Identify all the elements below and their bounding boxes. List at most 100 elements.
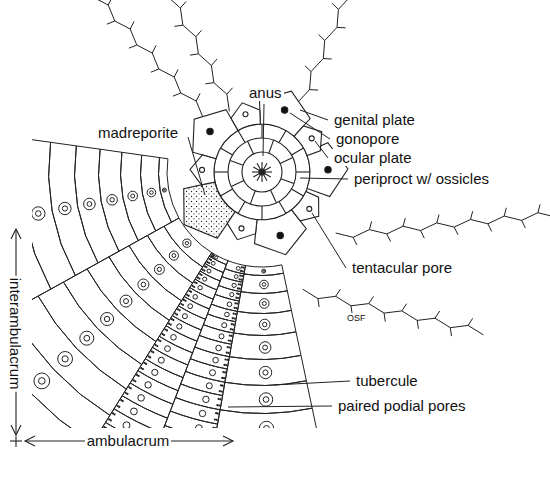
tentacular-pore [239, 226, 244, 231]
ossicle-suture [296, 171, 310, 172]
axis-arrows [10, 229, 233, 447]
tubercle-boss [263, 322, 267, 326]
part-label: tubercule [354, 372, 420, 389]
podial-pore [214, 418, 216, 420]
tubercle [259, 421, 273, 428]
ossicle-suture [238, 201, 245, 213]
leader-line [263, 104, 264, 156]
podial-pore [205, 266, 207, 268]
tentacular-pore [200, 167, 205, 172]
small-tubercle [207, 269, 211, 273]
podial-pore [176, 314, 178, 316]
interambulacral-plate [241, 273, 287, 293]
suture-branch [174, 25, 183, 26]
small-tubercle [213, 357, 219, 363]
tubercle-boss [84, 335, 90, 341]
podial-pore [142, 368, 144, 370]
suture-branch [332, 3, 338, 9]
part-label: madreporite [96, 124, 180, 141]
small-tubercle [216, 345, 222, 351]
part-label: anus [247, 84, 284, 101]
tubercle [262, 269, 266, 273]
ossicle-suture [230, 160, 243, 165]
ambulacral-plate [209, 253, 228, 265]
podial-pore [226, 352, 228, 354]
podial-pore [233, 307, 235, 309]
suture-branch [402, 304, 407, 311]
ossicle-suture [238, 130, 245, 142]
podial-pore [182, 304, 184, 306]
genital-plate [193, 110, 238, 159]
tubercle-boss [263, 345, 268, 350]
small-tubercle [193, 295, 198, 300]
podial-pore [130, 387, 132, 389]
suture-branch [108, 0, 112, 5]
tubercle [259, 342, 271, 354]
gonopore [277, 232, 283, 238]
suture-branch [305, 66, 311, 72]
small-tubercle [188, 304, 193, 309]
tubercle [101, 313, 114, 326]
suture-branch [468, 318, 473, 325]
podial-pore [231, 323, 233, 325]
suture-branch [107, 21, 115, 24]
ambulacral-plate [172, 306, 205, 330]
anus-mark [253, 167, 259, 171]
podial-pore [170, 324, 172, 326]
podial-pore [233, 313, 235, 315]
tubercle [58, 352, 73, 367]
podial-pore [134, 380, 136, 382]
interambulacral-plate [75, 146, 120, 263]
apical-system [184, 91, 348, 255]
ossicle-suture [250, 191, 255, 204]
interambulacral-plate [109, 246, 182, 321]
anus-mark [264, 163, 268, 169]
small-tubercle [145, 382, 151, 388]
small-tubercle [232, 283, 236, 287]
suture-branch [227, 88, 233, 94]
ossicle-suture [281, 179, 294, 184]
podial-pore [195, 282, 197, 284]
podial-pore [234, 302, 236, 304]
ambulacral-plate [186, 359, 228, 383]
podial-pore [215, 412, 217, 414]
podial-pore [118, 406, 120, 408]
anus-mark [265, 174, 271, 178]
small-tubercle [198, 286, 202, 290]
podial-pore [221, 390, 223, 392]
ambulacral-plate [178, 297, 209, 320]
anus-mark [253, 174, 259, 178]
interambulacral-plate [215, 408, 319, 428]
part-label: gonopore [334, 130, 401, 147]
podial-pore [122, 400, 124, 402]
tubercle [260, 280, 269, 289]
anus-mark [261, 175, 262, 182]
suture-lines [93, 0, 550, 336]
small-tubercle [158, 357, 164, 363]
interambulacral-plate [225, 355, 307, 385]
ossicle-suture [261, 206, 262, 220]
suture-branch [173, 93, 181, 96]
tubercle [147, 188, 156, 197]
podial-pore [188, 295, 190, 297]
small-tubercle [203, 396, 209, 402]
arrow-head [223, 436, 233, 446]
ossicle-suture [279, 201, 286, 213]
ossicle-suture [220, 189, 232, 196]
tubercle [260, 299, 270, 309]
part-label: periproct w/ ossicles [352, 170, 491, 187]
gonopore [207, 128, 213, 134]
tubercle-boss [150, 191, 154, 195]
podial-pore [172, 319, 174, 321]
small-tubercle [177, 324, 182, 329]
tentacular-pore [243, 112, 248, 117]
leader-lines [188, 104, 350, 407]
podial-pore [235, 307, 237, 309]
ossicle-suture [231, 181, 244, 187]
podial-pore [179, 309, 181, 311]
suture-branch [130, 21, 134, 29]
tubercle [34, 373, 50, 389]
podial-pore [105, 427, 107, 428]
small-tubercle [230, 293, 234, 297]
podial-pore [241, 266, 243, 268]
